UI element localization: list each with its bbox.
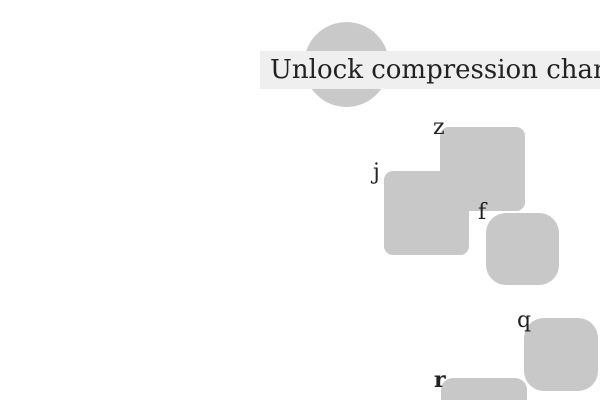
- tile-r-block[interactable]: [441, 378, 527, 400]
- tile-f-label: f: [478, 200, 487, 225]
- tile-j-block[interactable]: [384, 171, 469, 255]
- tile-j-label: j: [373, 160, 380, 185]
- tile-r-label: r: [434, 367, 446, 393]
- tile-q-block[interactable]: [524, 318, 598, 391]
- tile-f-block[interactable]: [486, 213, 559, 285]
- banner: Unlock compression chan: [260, 51, 600, 89]
- tile-z-label: z: [433, 115, 445, 140]
- tile-q-label: q: [517, 308, 532, 333]
- banner-text: Unlock compression chan: [270, 55, 600, 85]
